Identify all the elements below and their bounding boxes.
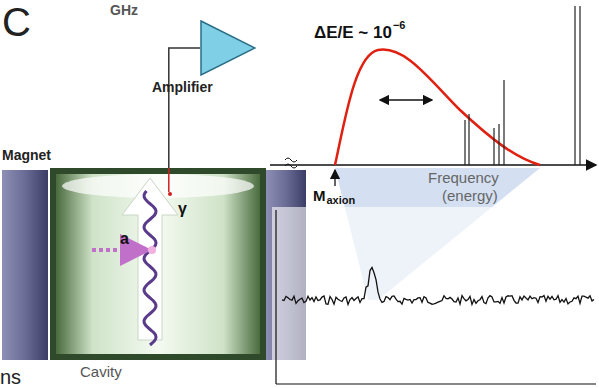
amplifier: Amplifier [200,20,256,76]
cavity-interior [56,174,260,354]
axis-break [285,158,297,168]
spectrum-axis [275,210,276,384]
signal-wire [169,48,200,168]
slide-text-fragment: ns [0,366,21,388]
frequency-band-label: GHz [110,3,138,18]
rf-interference-lines [465,6,580,165]
cavity-label: Cavity [80,364,122,381]
axis-label: (energy) [442,188,498,205]
photon-wave [144,191,156,345]
antenna-wire [168,168,170,192]
axion-lineshape [335,50,540,165]
cavity: Cavity [50,168,266,360]
axion-arrow [92,248,144,252]
mass-label: M [313,188,326,205]
axion-symbol: a [120,230,129,248]
exponent: −6 [393,19,406,31]
slide-title-fragment: C [2,0,31,44]
amplifier-symbol [200,20,256,76]
power-spectrum [282,268,594,305]
spectrum-panel [272,207,598,387]
axis-label: Frequency [428,170,499,187]
mass-arrow [334,170,335,186]
magnet-label: Magnet [2,148,51,163]
spectrum-axis [276,383,596,384]
photon-symbol: γ [178,200,187,218]
frequency-axis [270,164,596,166]
magnet-pole [2,170,48,360]
conversion-point [148,246,156,254]
width-arrow [380,99,432,100]
cavity-wall [50,168,266,360]
antenna-probe [168,192,172,196]
mass-subscript: axion [327,194,356,206]
amplifier-label: Amplifier [152,80,213,95]
resolution-label: ΔE/E ~ 10 [314,24,392,43]
